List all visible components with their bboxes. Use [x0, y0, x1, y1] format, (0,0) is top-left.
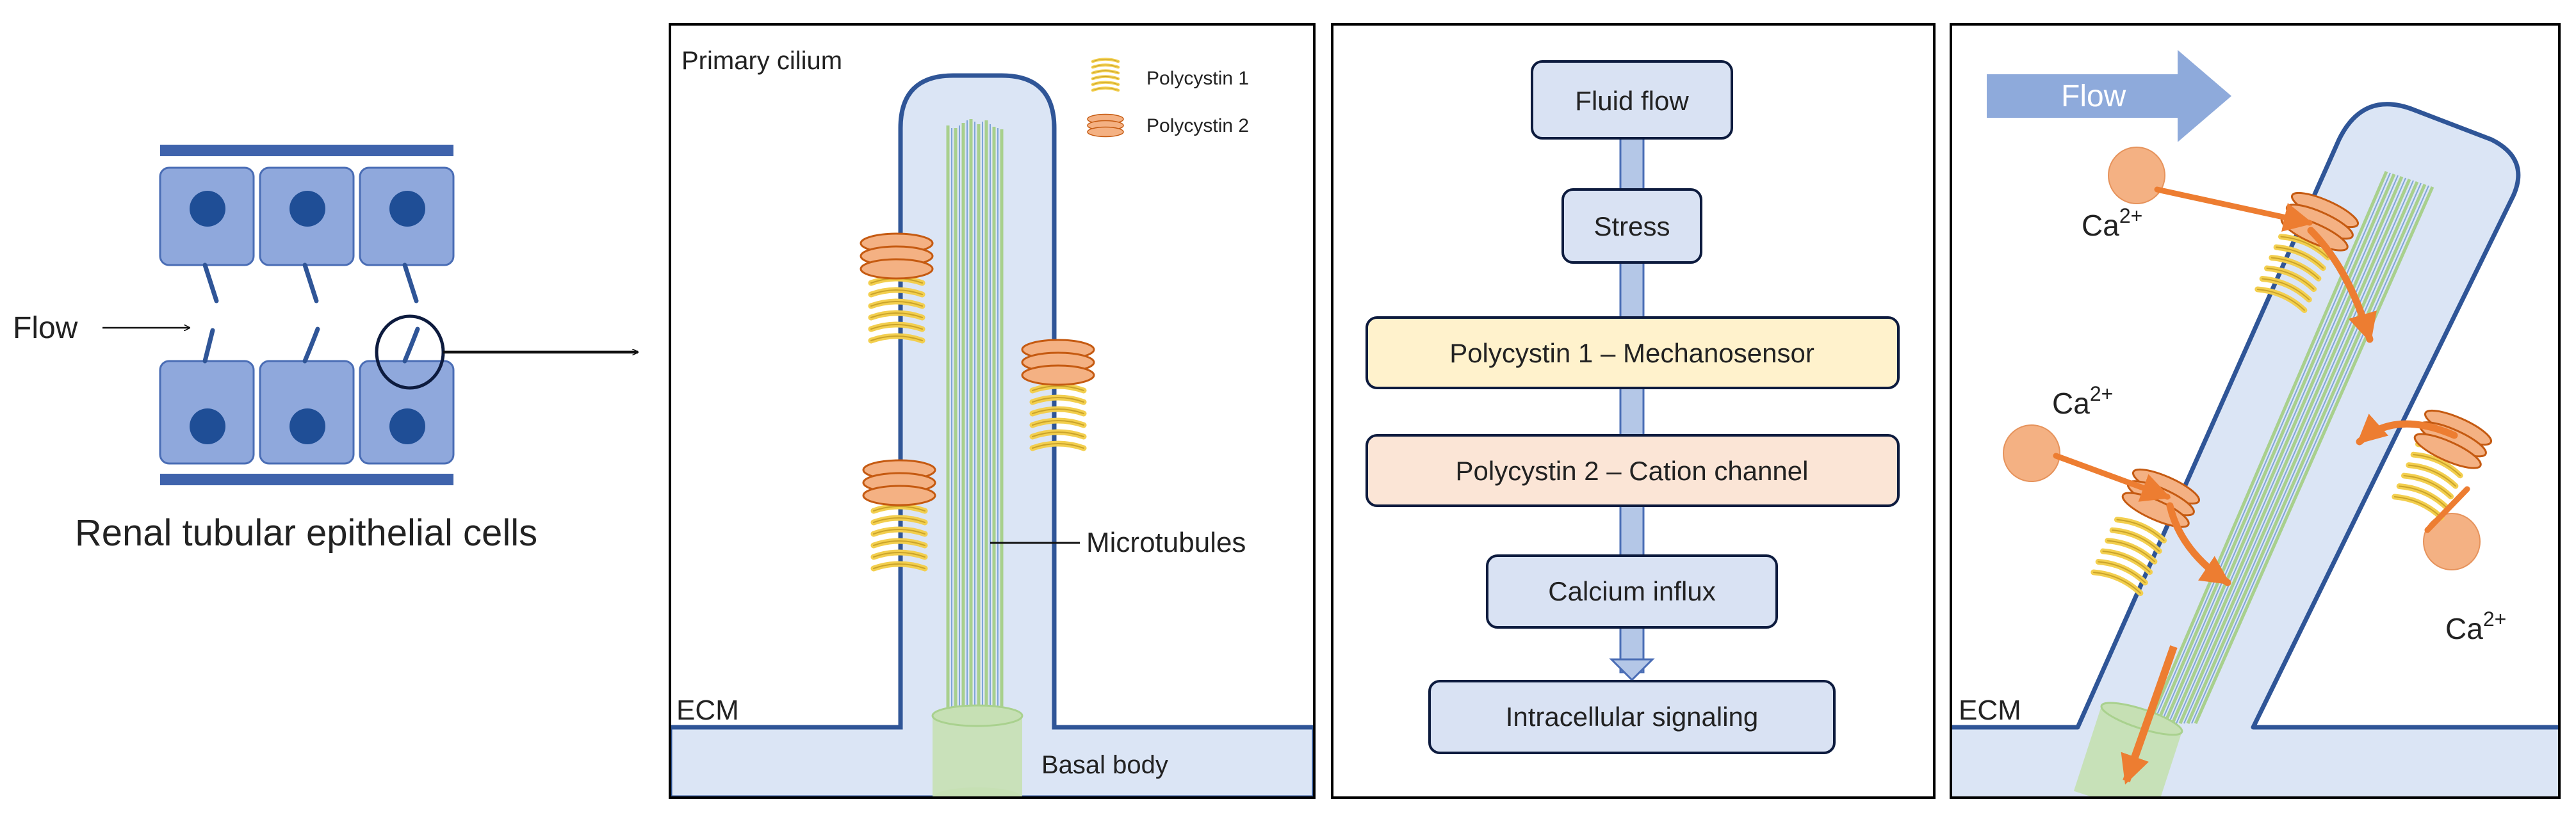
influx-arrow-right: [2424, 486, 2470, 533]
flow-label: Flow: [13, 311, 78, 345]
ecm-label: ECM: [676, 695, 739, 726]
svg-text:Polycystin 1 – Mechanosensor: Polycystin 1 – Mechanosensor: [1449, 338, 1814, 368]
nucleus: [289, 408, 325, 444]
flow-big-arrow-label: Flow: [2061, 79, 2126, 113]
cilium-stub: [202, 328, 215, 364]
nucleus: [389, 408, 425, 444]
svg-text:Ca2+: Ca2+: [2445, 608, 2506, 645]
cilium-stub: [302, 262, 319, 303]
step-calcium-influx: Calcium influx: [1486, 554, 1778, 629]
primary-cilium-title: Primary cilium: [681, 47, 842, 75]
flow-big-arrow: [1987, 50, 2231, 142]
bent-microtubules-shade: [2153, 172, 2429, 724]
svg-text:Fluid flow: Fluid flow: [1575, 86, 1689, 116]
lower-cells: [159, 360, 455, 465]
cilium-stub: [302, 326, 320, 364]
tubule-wall-top: [160, 145, 453, 156]
tubule-wall-bottom: [160, 474, 453, 485]
bent-cilium-outline: [1951, 102, 2559, 730]
svg-text:Ca2+: Ca2+: [2052, 382, 2113, 420]
nucleus: [289, 191, 325, 227]
nucleus: [389, 191, 425, 227]
panel-border: [669, 23, 1316, 799]
influx-curve-upper: [2307, 227, 2377, 343]
nucleus: [190, 191, 225, 227]
svg-text:Ca2+: Ca2+: [2082, 204, 2142, 242]
cilium-stub: [402, 262, 419, 303]
cilium-stub: [202, 262, 219, 303]
nucleus: [190, 408, 225, 444]
svg-text:Calcium influx: Calcium influx: [1548, 576, 1715, 606]
legend-pc1-label: Polycystin 1: [1146, 68, 1249, 89]
small-cilia: [202, 262, 420, 364]
calcium-ion: [2108, 147, 2165, 204]
svg-text:Intracellular signaling: Intracellular signaling: [1506, 702, 1759, 732]
step-stress: Stress: [1561, 188, 1702, 264]
primary-cilium-panel: Primary cilium Polycystin 1 Polycystin 2…: [669, 23, 1316, 799]
cell-surface: [670, 73, 1314, 798]
influx-curve-right: [2356, 414, 2458, 446]
basal-body: [931, 704, 1023, 798]
tubule-caption: Renal tubular epithelial cells: [75, 512, 537, 554]
svg-text:Polycystin 2 – Cation channel: Polycystin 2 – Cation channel: [1456, 456, 1809, 486]
ecm-label: ECM: [1959, 695, 2021, 726]
microtubule-bundle-shade: [951, 120, 999, 717]
microtubule-bundle: [946, 119, 1004, 717]
calcium-influx-arrows: [2053, 186, 2470, 586]
step-intracellular-signaling: Intracellular signaling: [1428, 680, 1836, 754]
calcium-label: Ca2+: [2445, 608, 2506, 645]
bent-microtubules: [2148, 171, 2434, 725]
step-fluid-flow: Fluid flow: [1531, 60, 1733, 140]
tubule-cells-panel: Flow Renal tubular epithelial cells: [13, 145, 638, 554]
calcium-label: Ca2+: [2052, 382, 2113, 420]
legend-pc1-icon: [1093, 60, 1118, 91]
svg-text:Stress: Stress: [1594, 211, 1670, 241]
flow-shaft-head: [1609, 658, 1655, 682]
panel-border: [1950, 23, 2561, 799]
signaling-flowchart-panel: Fluid flow Stress Polycystin 1 – Mechano…: [1331, 23, 1936, 799]
legend-pc2-label: Polycystin 2: [1146, 115, 1249, 136]
bent-cilium-panel: Flow Ca2+ Ca2+ Ca2+: [1950, 23, 2561, 799]
influx-arrow-upper: [2154, 186, 2313, 232]
step-cation-channel: Polycystin 2 – Cation channel: [1365, 434, 1900, 507]
calcium-ion: [2003, 424, 2060, 482]
calcium-label: Ca2+: [2082, 204, 2142, 242]
upper-cells: [159, 166, 455, 266]
legend-pc2-icon: [1087, 113, 1124, 138]
influx-curve-left: [2166, 502, 2231, 586]
legend: Polycystin 1 Polycystin 2: [1087, 60, 1249, 138]
microtubules-label: Microtubules: [1086, 527, 1246, 558]
influx-arrow-left: [2053, 453, 2171, 502]
ecm-base: [1951, 727, 2559, 798]
cilium-stub: [402, 326, 420, 364]
step-mechanosensor: Polycystin 1 – Mechanosensor: [1365, 316, 1900, 389]
basal-body-label: Basal body: [1041, 751, 1168, 779]
basal-influx-arrow: [2121, 645, 2178, 785]
calcium-ion: [2423, 513, 2481, 570]
